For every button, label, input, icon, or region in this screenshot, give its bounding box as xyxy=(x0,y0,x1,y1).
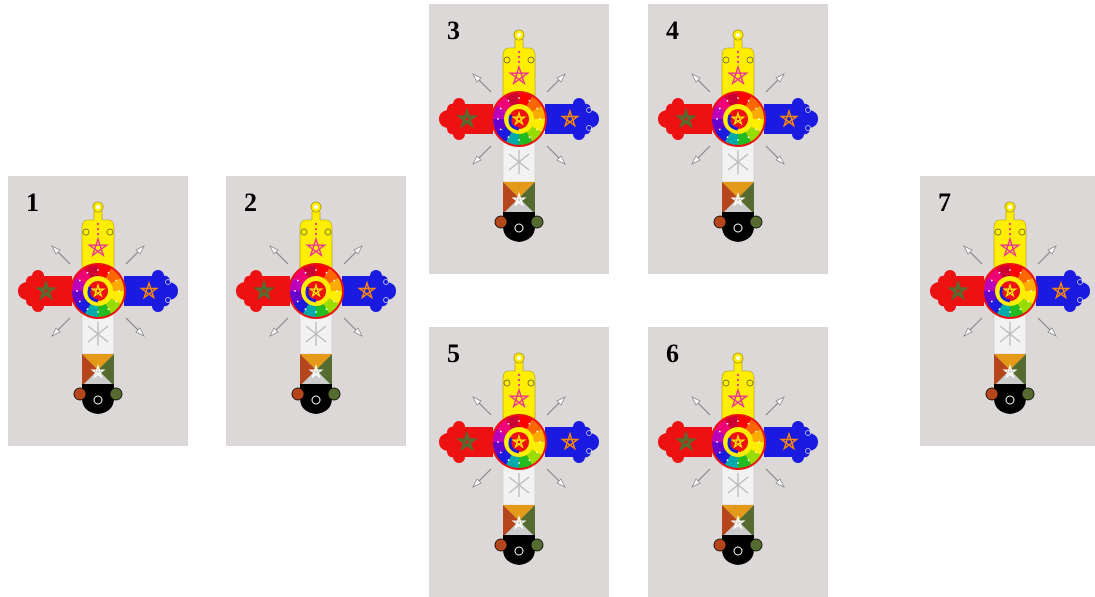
card-3: 3 xyxy=(429,4,609,274)
rose-cross-icon xyxy=(429,4,609,274)
card-2: 2 xyxy=(226,176,406,446)
card-4: 4 xyxy=(648,4,828,274)
rose-cross-icon xyxy=(648,4,828,274)
card-7: 7 xyxy=(920,176,1095,446)
rose-cross-icon xyxy=(226,176,406,446)
rose-cross-icon xyxy=(920,176,1095,446)
rose-cross-icon xyxy=(429,327,609,597)
card-5: 5 xyxy=(429,327,609,597)
rose-cross-icon xyxy=(8,176,188,446)
card-1: 1 xyxy=(8,176,188,446)
card-6: 6 xyxy=(648,327,828,597)
rose-cross-icon xyxy=(648,327,828,597)
